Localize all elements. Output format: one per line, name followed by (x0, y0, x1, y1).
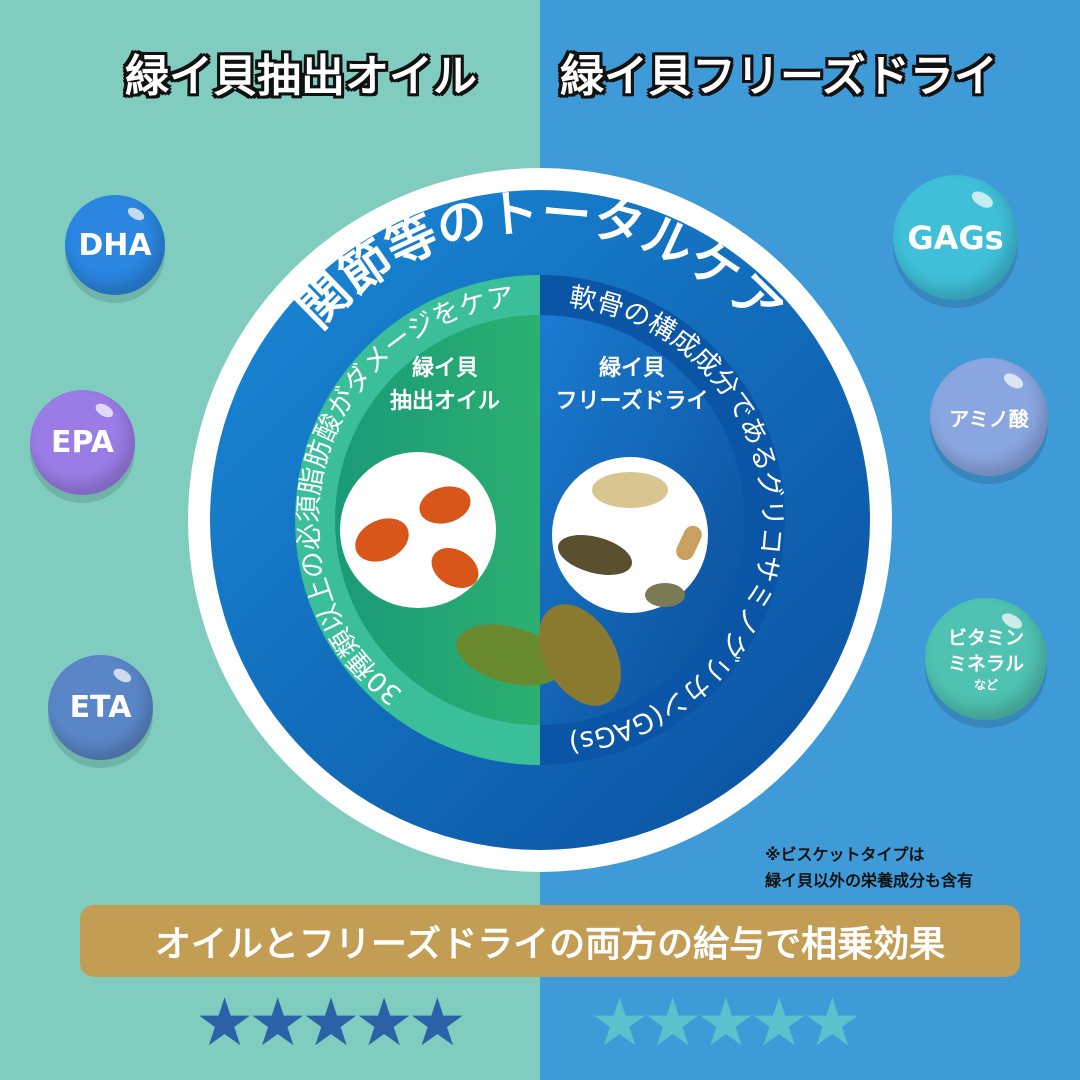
bubble-vitamin-mineral: ビタミン ミネラル など (925, 598, 1047, 720)
freeze-dry-products-icon (558, 472, 702, 607)
star-icon: ★ (301, 984, 360, 1061)
star-icon: ★ (590, 984, 649, 1061)
star-icon: ★ (749, 984, 809, 1061)
star-icon: ★ (248, 984, 307, 1061)
star-icon: ★ (696, 984, 755, 1061)
note-line: 緑イ貝以外の栄養成分も含有 (765, 871, 974, 890)
header-right: 緑イ貝フリーズドライ (560, 51, 998, 102)
bubble-gags: GAGs (893, 175, 1018, 300)
left-product-label: 抽出オイル (390, 389, 500, 414)
star-icon: ★ (643, 984, 702, 1061)
bubble-label: ETA (69, 690, 132, 725)
oil-capsules-icon (355, 486, 479, 588)
left-product-label: 緑イ貝 (412, 355, 478, 381)
left-star-rating: ★★★★★ (195, 990, 467, 1056)
bubble-label: ミネラル (947, 653, 1024, 675)
bubble-label: EPA (51, 425, 114, 460)
synergy-banner: オイルとフリーズドライの両方の給与で相乗効果 (80, 905, 1020, 977)
bubble-label: アミノ酸 (949, 406, 1029, 431)
biscuit-note: ※ビスケットタイプは 緑イ貝以外の栄養成分も含有 (765, 842, 973, 894)
bubble-eta: ETA (48, 655, 153, 760)
star-icon: ★ (195, 984, 254, 1061)
green-mussel-icon (456, 604, 621, 706)
freeze-dry-image-circle (552, 457, 708, 613)
right-product-label: フリーズドライ (556, 388, 709, 414)
header-left: 緑イ貝抽出オイル (125, 51, 477, 102)
bubble-label: DHA (78, 227, 152, 263)
bubble-label: GAGs (907, 218, 1004, 257)
bubble-label: ビタミン (947, 627, 1024, 649)
star-icon: ★ (407, 984, 467, 1061)
bubble-epa: EPA (30, 390, 135, 495)
bubble-dha: DHA (65, 195, 165, 295)
bubble-label: など (973, 678, 998, 692)
right-star-rating: ★★★★★ (590, 990, 862, 1056)
note-line: ※ビスケットタイプは (765, 845, 925, 864)
bubble-amino-acid: アミノ酸 (930, 358, 1048, 476)
star-icon: ★ (802, 984, 862, 1061)
star-icon: ★ (354, 984, 414, 1061)
right-product-label: 緑イ貝 (599, 355, 665, 381)
